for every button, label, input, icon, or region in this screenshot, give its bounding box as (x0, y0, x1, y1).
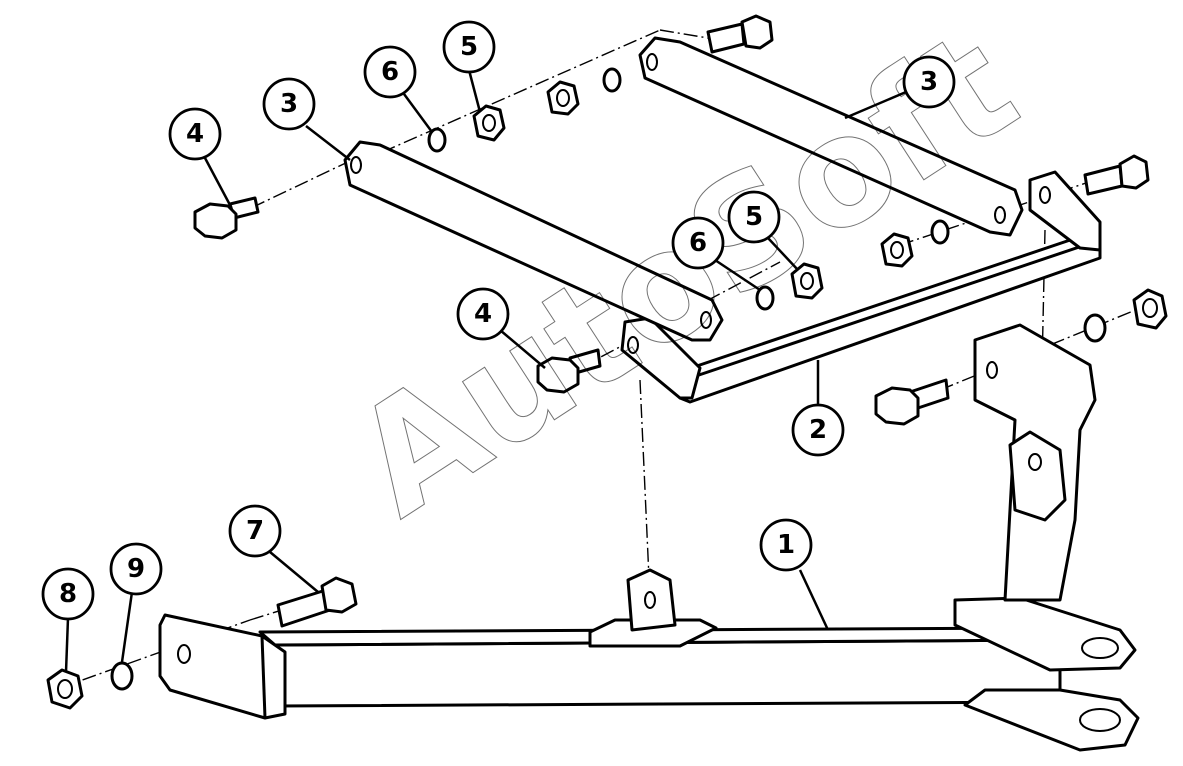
callout-5-center-label: 5 (745, 202, 763, 232)
callout-6-top-label: 6 (381, 57, 399, 87)
callout-5-center-bubble (727, 190, 781, 244)
callout-4-left-bubble (168, 107, 222, 161)
callout-4-center-bubble (456, 287, 510, 341)
callout-3-right-bubble (902, 55, 956, 109)
nut-5-top (472, 104, 506, 142)
callouts: 1 2 3 3 4 4 5 5 6 6 (41, 20, 956, 673)
nut-top-right (546, 80, 580, 116)
callout-3-left-label: 3 (280, 89, 298, 119)
callout-6-center-bubble (671, 216, 725, 270)
link-right (638, 36, 1024, 237)
link-left (343, 140, 724, 342)
callout-8-label: 8 (59, 579, 77, 609)
callout-7-bubble (228, 504, 282, 558)
callout-3-right-label: 3 (920, 67, 938, 97)
bolt-4-left (193, 196, 260, 240)
callout-2-label: 2 (809, 415, 827, 445)
washers (110, 67, 1107, 691)
callout-1-label: 1 (777, 530, 795, 560)
callout-9-label: 9 (127, 554, 145, 584)
nut-5-center (790, 262, 824, 300)
callout-9-bubble (109, 542, 163, 596)
callout-4-left-label: 4 (186, 119, 204, 149)
frame-lower (158, 323, 1140, 752)
callout-4-center-label: 4 (474, 299, 492, 329)
bolt-4-center (536, 348, 602, 394)
callout-8-bubble (41, 567, 95, 621)
callout-5-top-label: 5 (460, 32, 478, 62)
callout-1-bubble (759, 518, 813, 572)
bolt-right (1083, 154, 1150, 196)
bolt-lower-right (874, 378, 950, 426)
callout-3-left-bubble (262, 77, 316, 131)
callout-5-top-bubble (442, 20, 496, 74)
callout-2-bubble (791, 403, 845, 457)
callout-6-top-bubble (363, 45, 417, 99)
nut-8 (46, 668, 84, 710)
crossbar (620, 170, 1102, 404)
nut-far-right (1132, 288, 1168, 330)
bolt-top-right (706, 14, 774, 54)
callout-7-label: 7 (246, 516, 264, 546)
bolt-7 (276, 576, 358, 628)
nut-right-mid (880, 232, 914, 268)
callout-6-center-label: 6 (689, 228, 707, 258)
